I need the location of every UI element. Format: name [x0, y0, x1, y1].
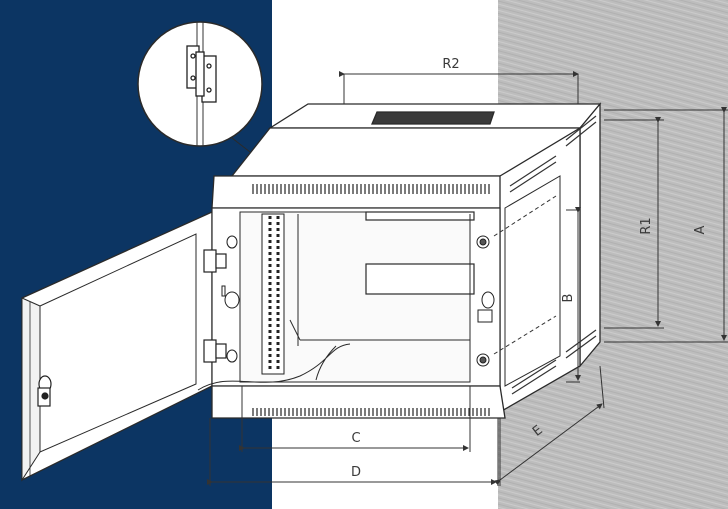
frame-holes [221, 235, 495, 363]
dimension-label-c: C [351, 431, 360, 446]
dimension-label-r1: R1 [639, 217, 654, 234]
dimension-label-r2: R2 [442, 57, 459, 72]
cabinet-side-panel [499, 102, 601, 414]
frame-hinge-top-icon [203, 249, 227, 273]
side-top-vents [509, 115, 597, 193]
dimension-label-d: D [351, 465, 361, 480]
cabinet-top [211, 103, 602, 209]
dimension-lines [207, 71, 728, 486]
hinge-detail-circle [137, 21, 263, 153]
grounding-screw-bottom-icon [476, 353, 490, 367]
mounting-rail [261, 213, 285, 375]
bottom-front-vents [250, 408, 490, 416]
grounding-screw-top-icon [476, 235, 490, 249]
top-front-vents [250, 184, 490, 194]
hinge-icon [186, 45, 217, 103]
side-bottom-vents [511, 329, 597, 395]
cabinet-bottom [211, 385, 506, 419]
ground-cable [197, 343, 351, 391]
door-lock-icon [37, 375, 52, 407]
frame-hinge-bottom-icon [203, 339, 227, 363]
dashed-guide-lines [493, 195, 557, 355]
cabinet-front-frame [211, 207, 501, 387]
dimension-label-b: B [561, 294, 576, 303]
dimension-label-a: A [693, 225, 708, 234]
